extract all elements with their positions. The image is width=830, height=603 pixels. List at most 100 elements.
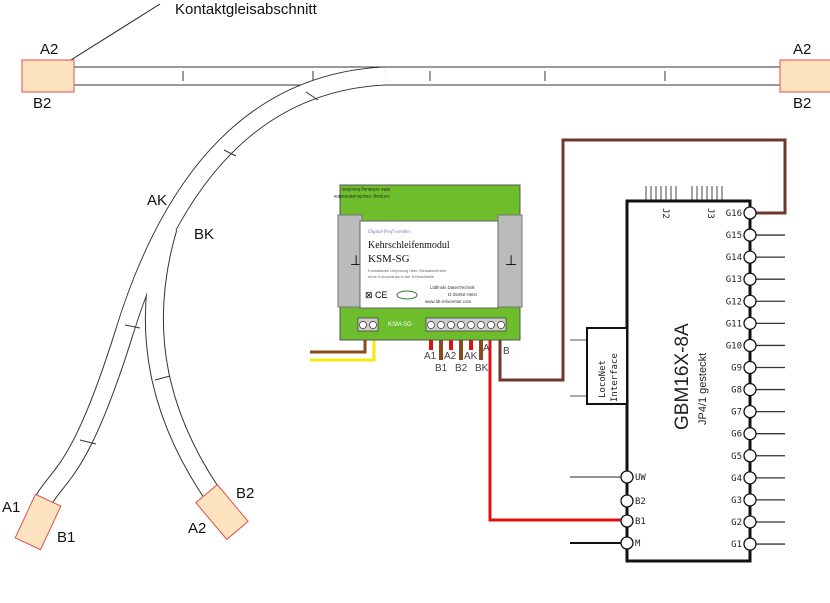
pin-label: G10 bbox=[726, 341, 742, 351]
pin-terminal-icon bbox=[743, 294, 757, 308]
loconet-label: LocoNet bbox=[598, 360, 608, 398]
module-desc-1: Kontaktlose Umpolung über Gleisabschnitt… bbox=[368, 268, 447, 273]
contact-block-top-right bbox=[779, 59, 830, 93]
pin-g4: G4 bbox=[731, 471, 785, 485]
pin-terminal-icon bbox=[743, 360, 757, 375]
pin-g7: G7 bbox=[731, 404, 785, 419]
pin-terminal-icon bbox=[620, 494, 634, 508]
module-top-text-1: Achtung: Anschlusskontakte bbox=[333, 194, 390, 199]
pin-label: UW bbox=[635, 473, 646, 483]
pin-g8: G8 bbox=[731, 382, 785, 397]
interface-label: Interface bbox=[610, 353, 620, 402]
loconet-interface bbox=[586, 327, 628, 405]
module-maker: Littfinski DatenTechnik bbox=[430, 285, 476, 290]
pin-label: G5 bbox=[731, 452, 742, 462]
leader-line bbox=[54, 3, 161, 71]
pin-label: G6 bbox=[731, 430, 742, 440]
module-web: www.ldt-infocenter.com bbox=[425, 299, 472, 304]
connector-pins bbox=[645, 186, 723, 200]
terminal-label-a1: A1 bbox=[424, 351, 437, 362]
pin-b1: B1 bbox=[620, 514, 646, 528]
terminal-label-ak: AK bbox=[464, 351, 478, 362]
pin-g12: G12 bbox=[726, 294, 785, 308]
terminal-label-b2: B2 bbox=[455, 363, 468, 374]
module-clip-icon-left: ⊥ bbox=[350, 252, 362, 268]
pin-terminal-icon bbox=[620, 536, 634, 550]
pin-terminal-icon bbox=[743, 316, 757, 331]
module-address: D-25492 Heist bbox=[448, 292, 478, 297]
pin-uw: UW bbox=[570, 470, 646, 484]
pin-terminal-icon bbox=[743, 228, 757, 242]
gbm-subtitle: JP4/1 gesteckt bbox=[697, 353, 709, 425]
pin-g9: G9 bbox=[731, 360, 785, 375]
pin-g5: G5 bbox=[731, 449, 785, 463]
pin-label: G2 bbox=[731, 518, 742, 528]
pin-b2: B2 bbox=[620, 494, 646, 508]
pin-label: G14 bbox=[726, 253, 742, 263]
module-label bbox=[359, 220, 499, 309]
pin-g6: G6 bbox=[731, 427, 785, 441]
pin-terminal-icon bbox=[743, 493, 757, 507]
label-ak: AK bbox=[147, 192, 167, 209]
pin-g14: G14 bbox=[726, 250, 785, 264]
pin-label: G9 bbox=[731, 363, 742, 373]
module-desc-2: ohne Kurzschluss in der Kehrschleife bbox=[368, 274, 435, 279]
label-top-left-b2: B2 bbox=[33, 95, 51, 112]
pin-terminal-icon bbox=[743, 427, 757, 441]
pin-label: B2 bbox=[635, 497, 646, 507]
pin-g3: G3 bbox=[731, 493, 785, 507]
module-brand-line: Digital-Profi werden: bbox=[367, 230, 412, 235]
label-top-right-b2: B2 bbox=[793, 95, 811, 112]
label-bk: BK bbox=[194, 226, 214, 243]
contact-block-top-left bbox=[21, 59, 75, 93]
pin-g11: G11 bbox=[726, 316, 785, 331]
pin-label: G11 bbox=[726, 319, 742, 329]
pin-label: G4 bbox=[731, 474, 742, 484]
pin-label: G16 bbox=[726, 209, 742, 219]
contact-block-bottom-left bbox=[14, 493, 62, 551]
pin-terminal-icon bbox=[743, 404, 757, 419]
contact-block-bottom-right bbox=[195, 483, 249, 541]
pin-terminal-icon bbox=[620, 514, 634, 528]
gbm16x-8a-module: J2 J3 GBM16X-8A JP4/1 gesteckt LocoNet I… bbox=[570, 186, 785, 563]
pin-terminal-icon bbox=[743, 338, 757, 353]
brown-wire-to-g16 bbox=[498, 138, 787, 382]
pin-terminal-icon bbox=[743, 515, 757, 529]
connector-j2: J2 bbox=[660, 208, 670, 219]
label-bl-a1: A1 bbox=[2, 499, 20, 516]
pin-label: G8 bbox=[731, 386, 742, 396]
pin-label: G15 bbox=[726, 231, 742, 241]
terminal-label-a2: A2 bbox=[444, 351, 457, 362]
pin-m: M bbox=[570, 536, 641, 550]
ce-mark-icon: ⊠ CE bbox=[365, 290, 388, 300]
connector-j3: J3 bbox=[705, 208, 715, 219]
module-name: Kehrschleifenmodul bbox=[368, 240, 450, 251]
pin-label: M bbox=[635, 539, 641, 549]
pin-g15: G15 bbox=[726, 228, 785, 242]
pin-label: G3 bbox=[731, 496, 742, 506]
pin-label: G13 bbox=[726, 275, 742, 285]
gbm-title: GBM16X-8A bbox=[672, 323, 693, 430]
label-bl-b1: B1 bbox=[57, 529, 75, 546]
red-wire-to-b1 bbox=[488, 330, 621, 522]
pin-label: G1 bbox=[731, 540, 742, 550]
pin-label: G12 bbox=[726, 297, 742, 307]
pin-terminal-icon bbox=[743, 250, 757, 264]
pin-terminal-icon bbox=[743, 471, 757, 485]
label-top-left-a2: A2 bbox=[40, 41, 58, 58]
main-track bbox=[69, 66, 786, 86]
terminal-label-b: B bbox=[503, 346, 510, 357]
module-model: KSM-SG bbox=[368, 253, 410, 265]
label-br-a2: A2 bbox=[188, 520, 206, 537]
pin-g1: G1 bbox=[731, 537, 785, 551]
module-top-text-2: Bitte Anleitung beachten bbox=[341, 187, 390, 192]
pin-g13: G13 bbox=[726, 272, 785, 286]
terminal-label-b1: B1 bbox=[435, 363, 448, 374]
ksm-sg-module: ⊥ ⊥ Achtung: Anschlusskontakte Bitte Anl… bbox=[333, 184, 523, 374]
pin-terminal-icon bbox=[743, 449, 757, 463]
curve-track-outer bbox=[29, 66, 386, 516]
pin-terminal-icon bbox=[620, 470, 634, 484]
pin-g16: G16 bbox=[726, 206, 757, 220]
